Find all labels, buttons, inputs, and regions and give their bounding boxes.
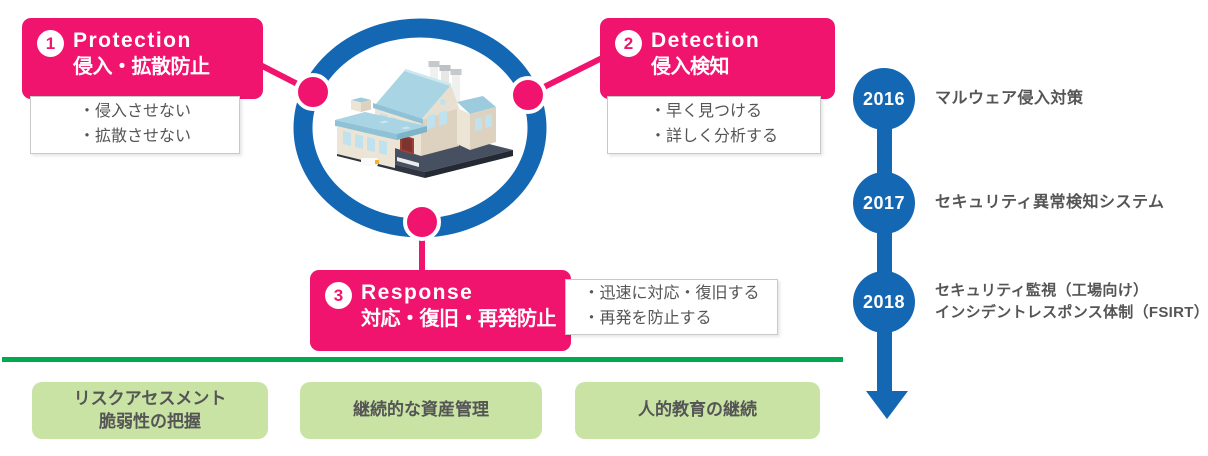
timeline-entry-label: セキュリティ監視（工場向け） インシデントレスポンス体制（FSIRT） <box>935 271 1208 333</box>
foundation-box-label: 継続的な資産管理 <box>353 400 489 420</box>
foundation-box-label: 人的教育の継続 <box>638 400 757 420</box>
timeline-shaft <box>877 100 892 392</box>
step-number-badge: 2 <box>615 30 642 57</box>
timeline-entry-label: マルウェア侵入対策 <box>935 68 1084 130</box>
detection-note-box: ・早く見つける ・詳しく分析する <box>607 96 821 154</box>
step-title-jp: 侵入検知 <box>651 56 730 79</box>
foundation-box-label: 脆弱性の把握 <box>99 411 201 431</box>
note-line: ・詳しく分析する <box>649 128 778 145</box>
note-line: ・迅速に対応・復旧する <box>583 285 760 303</box>
detection-label-box: 2 Detection 侵入検知 <box>600 18 835 99</box>
foundation-box-label: リスクアセスメント <box>73 388 227 408</box>
cycle-node-dot <box>294 73 332 111</box>
note-line: ・侵入させない <box>78 103 191 121</box>
cycle-node-dot <box>403 203 441 241</box>
step-title-jp: 侵入・拡散防止 <box>73 56 210 79</box>
timeline-entry-text: インシデントレスポンス体制（FSIRT） <box>935 304 1208 321</box>
step-title-en: Protection <box>73 29 192 52</box>
response-note-box: ・迅速に対応・復旧する ・再発を防止する <box>565 279 778 335</box>
note-line: ・再発を防止する <box>583 310 712 327</box>
foundation-box-asset-management: 継続的な資産管理 <box>300 382 542 439</box>
timeline-year-badge: 2018 <box>853 271 915 333</box>
response-label-box: 3 Response 対応・復旧・再発防止 <box>310 270 571 351</box>
foundation-box-risk-assessment: リスクアセスメント 脆弱性の把握 <box>32 382 268 439</box>
foundation-divider <box>2 357 843 362</box>
timeline-year-badge: 2017 <box>853 172 915 234</box>
step-title-en: Detection <box>651 29 761 52</box>
step-title-en: Response <box>361 281 474 304</box>
step-title-jp: 対応・復旧・再発防止 <box>361 308 557 331</box>
timeline-entry-text: マルウェア侵入対策 <box>935 90 1084 107</box>
timeline-entry-text: セキュリティ監視（工場向け） <box>935 281 1149 299</box>
note-line: ・拡散させない <box>78 128 191 145</box>
timeline-year-badge: 2016 <box>853 68 915 130</box>
timeline-arrowhead-icon <box>866 391 908 419</box>
step-number-badge: 1 <box>37 30 64 57</box>
timeline-entry-label: セキュリティ異常検知システム <box>935 172 1165 234</box>
protection-note-box: ・侵入させない ・拡散させない <box>30 96 240 154</box>
cycle-node-dot <box>509 76 547 114</box>
protection-label-box: 1 Protection 侵入・拡散防止 <box>22 18 263 99</box>
timeline-entry-text: セキュリティ異常検知システム <box>935 194 1165 211</box>
foundation-box-education: 人的教育の継続 <box>575 382 820 439</box>
note-line: ・早く見つける <box>649 103 762 121</box>
factory-building-icon <box>335 61 513 178</box>
step-number-badge: 3 <box>325 282 352 309</box>
